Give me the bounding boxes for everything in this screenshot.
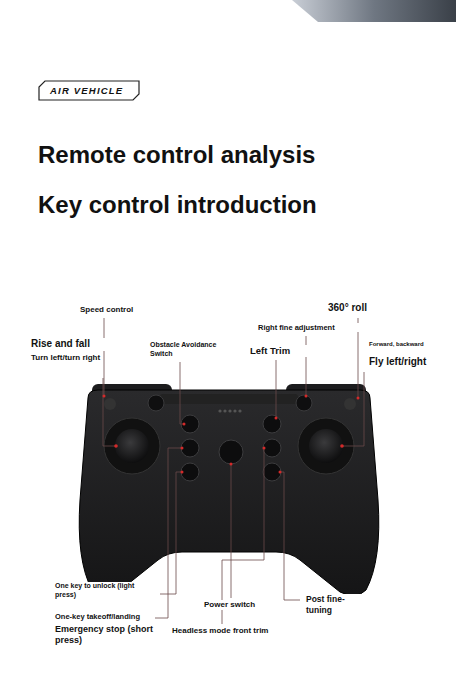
controller-body bbox=[79, 390, 379, 596]
tag-box: AIR VEHICLE bbox=[38, 80, 140, 101]
callout-label: Speed control bbox=[80, 305, 170, 315]
callout-label: 360° roll bbox=[328, 302, 418, 315]
callout-label: Fly left/right bbox=[369, 356, 454, 369]
leader-lines bbox=[103, 318, 364, 624]
left-shoulder-button bbox=[148, 395, 164, 411]
left-joystick bbox=[115, 429, 149, 463]
callout-label: Emergency stop (short press) bbox=[55, 624, 160, 647]
callout-label: Turn left/turn right bbox=[31, 353, 101, 363]
callout-label: Post fine-tuning bbox=[306, 594, 362, 615]
tag-text: AIR VEHICLE bbox=[38, 81, 135, 96]
callout-label: Right fine adjustment bbox=[258, 323, 368, 332]
led-dots bbox=[218, 409, 241, 412]
callout-label: Power switch bbox=[204, 600, 284, 610]
callout-label: Left Trim bbox=[250, 345, 320, 357]
callout-label: One-key takeoff/landing bbox=[55, 612, 155, 621]
callout-label: Rise and fall bbox=[31, 338, 121, 351]
right-shoulder-button bbox=[296, 395, 312, 411]
page-title: Remote control analysis bbox=[38, 140, 315, 170]
page-subtitle: Key control introduction bbox=[38, 190, 438, 220]
top-panel bbox=[160, 394, 298, 404]
leader-dots bbox=[103, 395, 360, 474]
callout-label: Forward, backward bbox=[369, 341, 454, 349]
left-icon bbox=[104, 398, 116, 410]
callout-label: One key to unlock (light press) bbox=[55, 582, 155, 600]
corner-band bbox=[292, 0, 456, 22]
callout-label: Obstacle Avoidance Switch bbox=[150, 341, 225, 359]
right-icon bbox=[344, 398, 356, 410]
callout-label: Headless mode front trim bbox=[172, 626, 312, 636]
right-joystick bbox=[309, 429, 343, 463]
